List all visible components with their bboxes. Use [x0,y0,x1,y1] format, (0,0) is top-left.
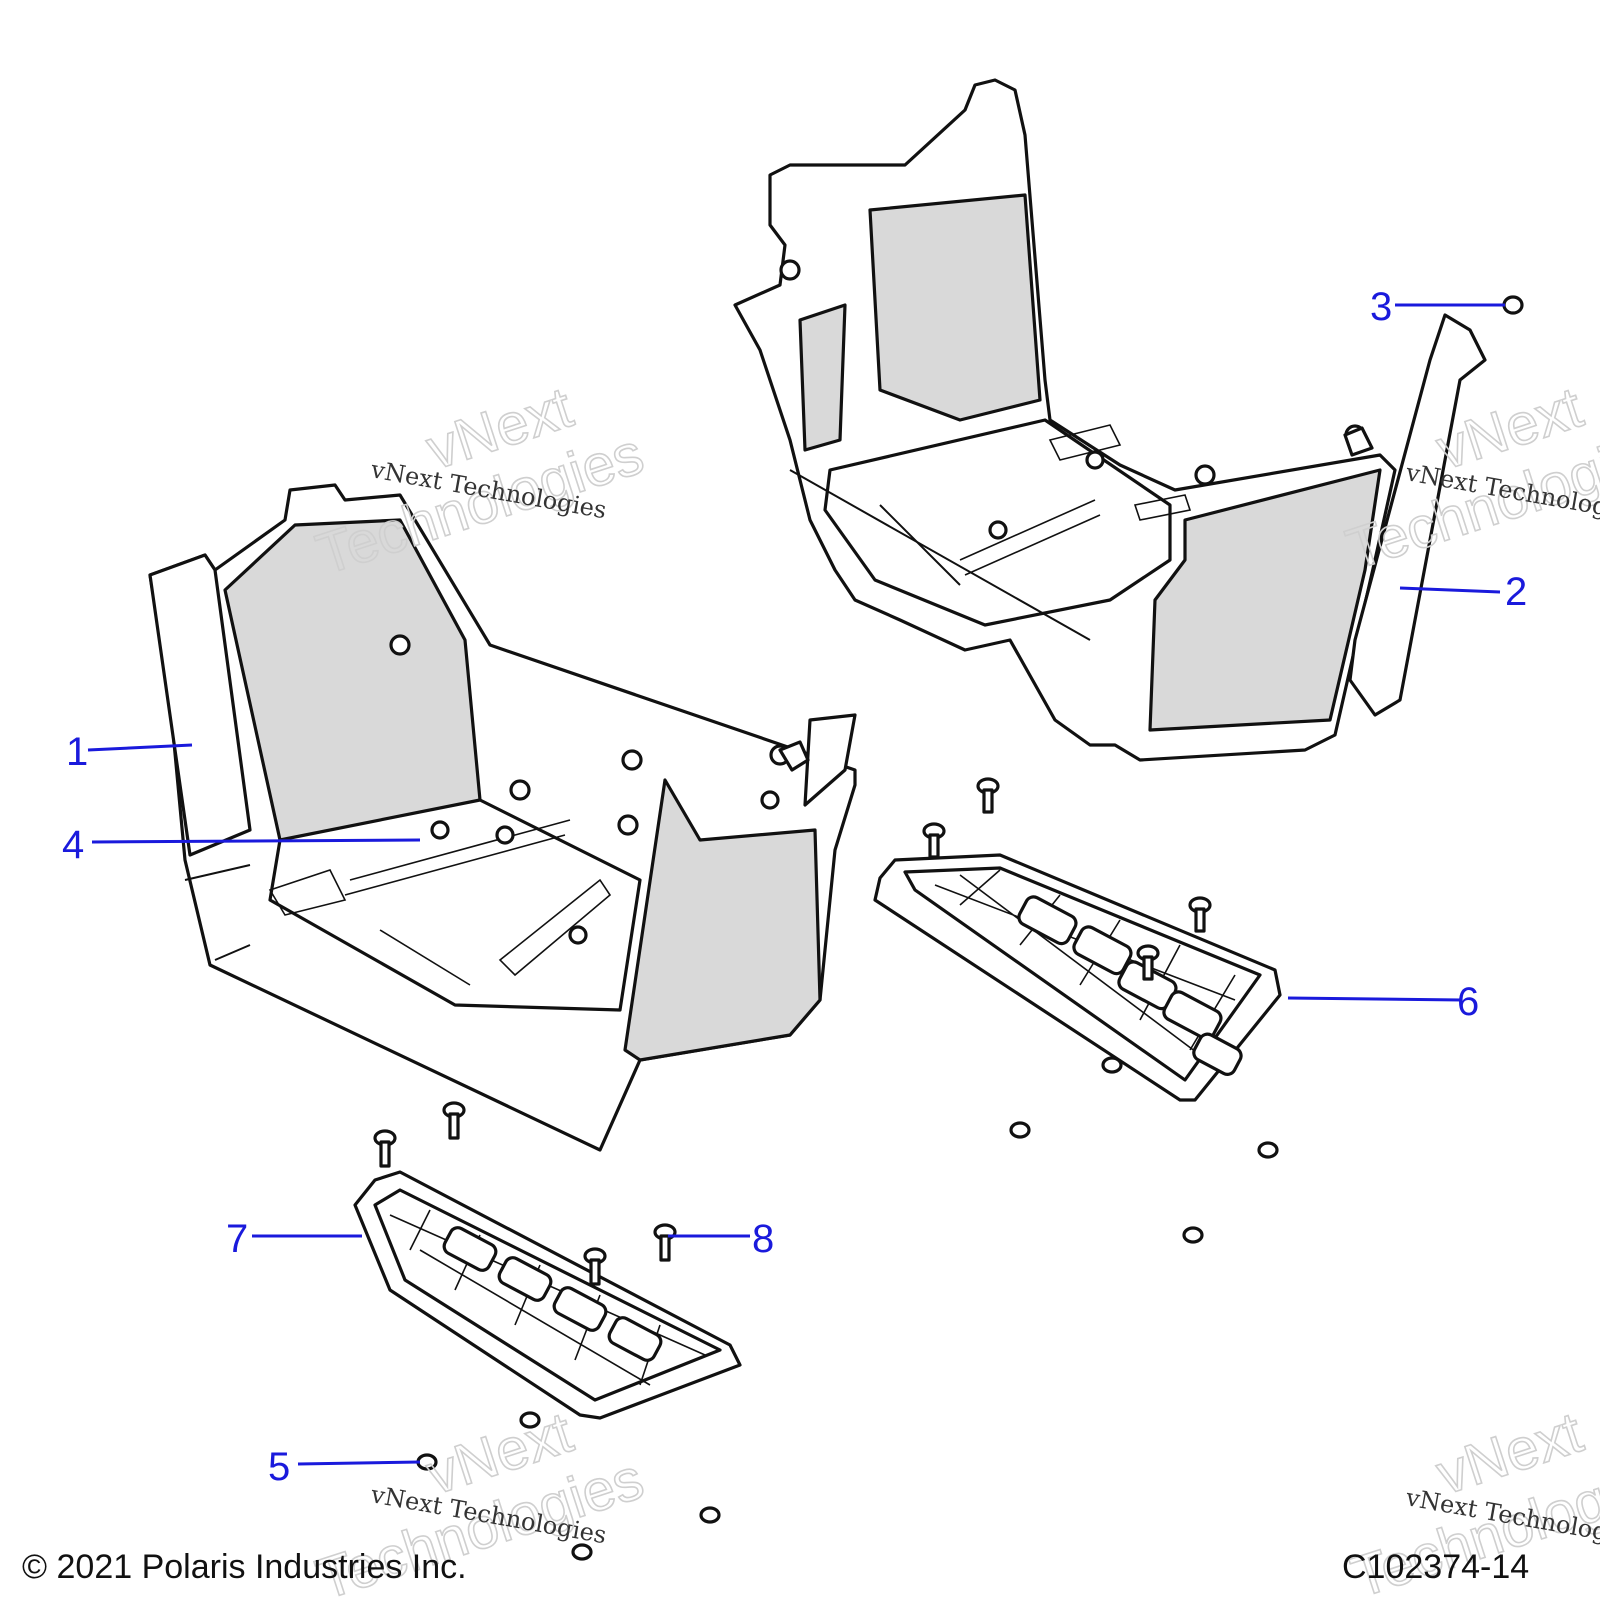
nut-icon [1009,1121,1031,1139]
bolt-icon [1188,896,1212,933]
svg-text:8: 8 [752,1217,774,1261]
svg-text:5: 5 [268,1445,290,1489]
callout-6: 6 [1287,980,1479,1024]
nut-icon [1182,1226,1204,1244]
callout-5: 5 [268,1445,421,1489]
nut-icon [1101,1056,1123,1074]
copyright-text: © 2021 Polaris Industries Inc. [22,1548,467,1586]
nut-icon [699,1506,721,1524]
part-2-right-footwell [733,78,1487,762]
bolt-icon [1136,944,1160,981]
bolt-icon [442,1101,466,1140]
bolt-icon [373,1129,397,1168]
bolt-icon [922,822,946,859]
part-7-left-footrest [353,1170,742,1420]
bolt-icon [583,1247,607,1286]
svg-text:7: 7 [226,1217,248,1261]
svg-text:6: 6 [1457,980,1479,1024]
svg-text:2: 2 [1505,570,1527,614]
drawing-number: C102374-14 [1342,1548,1529,1586]
watermark-top-left: vNext Technologies vNext Technologies [308,374,652,588]
svg-text:4: 4 [62,823,84,867]
callout-8: 8 [668,1217,774,1261]
nut-icon [1257,1141,1279,1159]
loose-fasteners [373,295,1524,1561]
push-clip-icon [1343,426,1374,457]
nut-icon [1502,295,1524,315]
bolt-icon [976,777,1000,814]
callout-1: 1 [66,730,193,774]
part-6-right-footrest [873,853,1282,1102]
bolt-icon [653,1223,677,1262]
svg-text:3: 3 [1370,285,1392,329]
callout-4: 4 [62,823,421,867]
svg-text:1: 1 [66,730,88,774]
part-1-left-footwell [148,483,857,1152]
callout-3: 3 [1370,285,1505,329]
callout-2: 2 [1399,570,1527,614]
nut-icon [571,1543,593,1561]
nut-icon [519,1411,541,1429]
callout-7: 7 [226,1217,362,1261]
push-clip-icon [778,740,810,772]
